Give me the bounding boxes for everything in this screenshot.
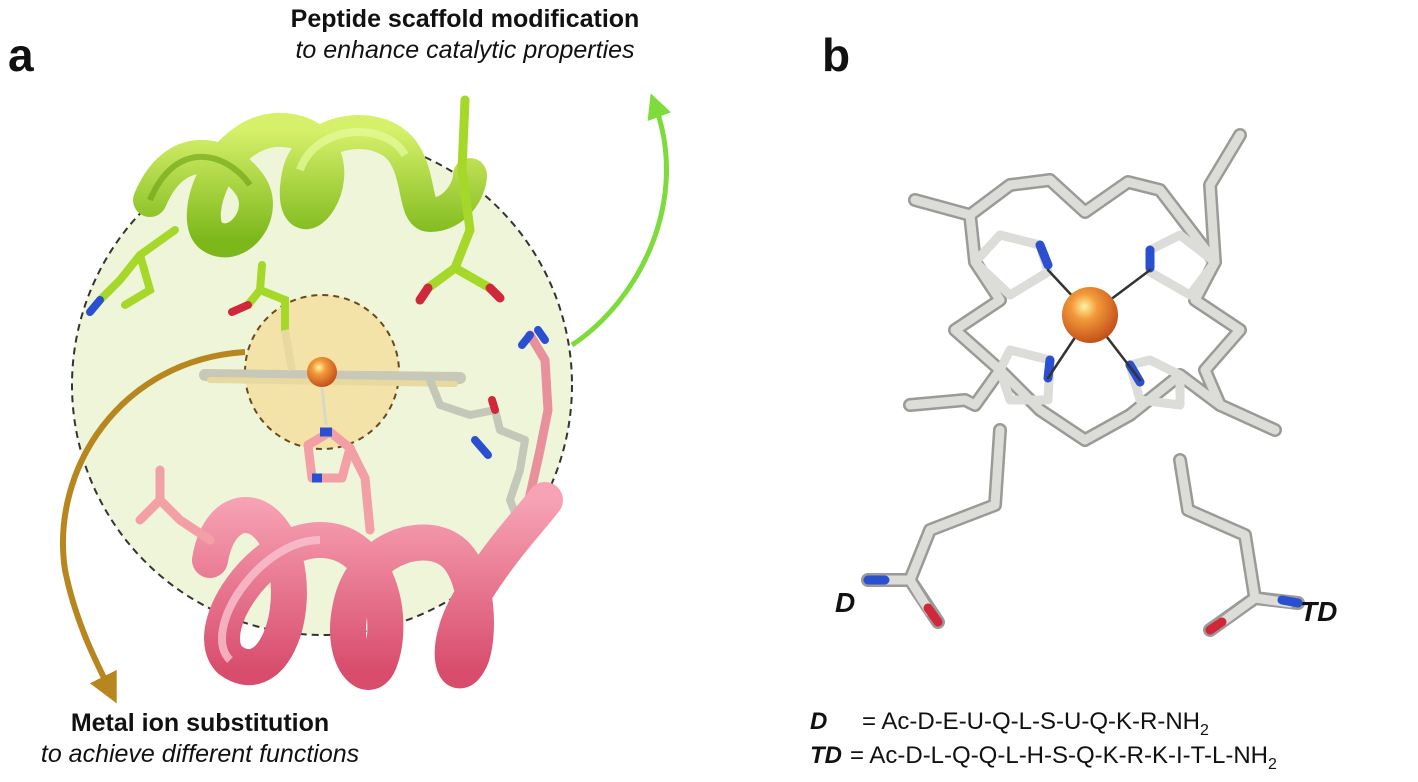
- sequence-td: TD = Ac-D-L-Q-Q-L-H-S-Q-K-R-K-I-T-L-NH2: [810, 742, 1277, 774]
- sequence-d: D = Ac-D-E-U-Q-L-S-U-Q-K-R-NH2: [810, 708, 1209, 740]
- metal-substitution-arrow: [60, 349, 246, 704]
- scaffold-caption-subtitle: to enhance catalytic properties: [295, 36, 635, 65]
- attachment-label-td: TD: [1300, 596, 1338, 627]
- scaffold-caption-title: Peptide scaffold modification: [290, 5, 640, 33]
- heme-side-view: [199, 329, 529, 529]
- sequence-d-tag: D: [810, 708, 828, 735]
- panel-a-structure: [60, 93, 672, 704]
- metal-caption-subtitle: to achieve different functions: [40, 740, 360, 769]
- top-helix-ribbon: [86, 95, 505, 334]
- sequence-td-tag: TD: [810, 742, 842, 769]
- metal-substitution-caption: Metal ion substitution to achieve differ…: [0, 708, 400, 771]
- sequence-d-equals: =: [862, 708, 882, 735]
- metal-ion-a: [307, 357, 337, 387]
- sequence-td-text: Ac-D-L-Q-Q-L-H-S-Q-K-R-K-I-T-L-NH: [869, 742, 1268, 769]
- sequence-td-equals: =: [850, 742, 870, 769]
- panel-b-heme-structure: [861, 128, 1305, 637]
- axial-histidine: [303, 427, 375, 535]
- scaffold-arrow: [570, 93, 672, 348]
- panel-label-a: a: [8, 29, 34, 81]
- metal-caption-title: Metal ion substitution: [70, 709, 330, 737]
- panel-label-b: b: [822, 29, 851, 81]
- bottom-helix-ribbon: [135, 465, 563, 690]
- sequence-td-subscript: 2: [1267, 755, 1277, 773]
- scaffold-modification-caption: Peptide scaffold modification to enhance…: [250, 4, 680, 67]
- attachment-label-d: D: [835, 587, 856, 618]
- metal-ion-b: [1062, 287, 1118, 343]
- sequence-d-subscript: 2: [1199, 721, 1209, 739]
- sequence-d-text: Ac-D-E-U-Q-L-S-U-Q-K-R-NH: [881, 708, 1200, 735]
